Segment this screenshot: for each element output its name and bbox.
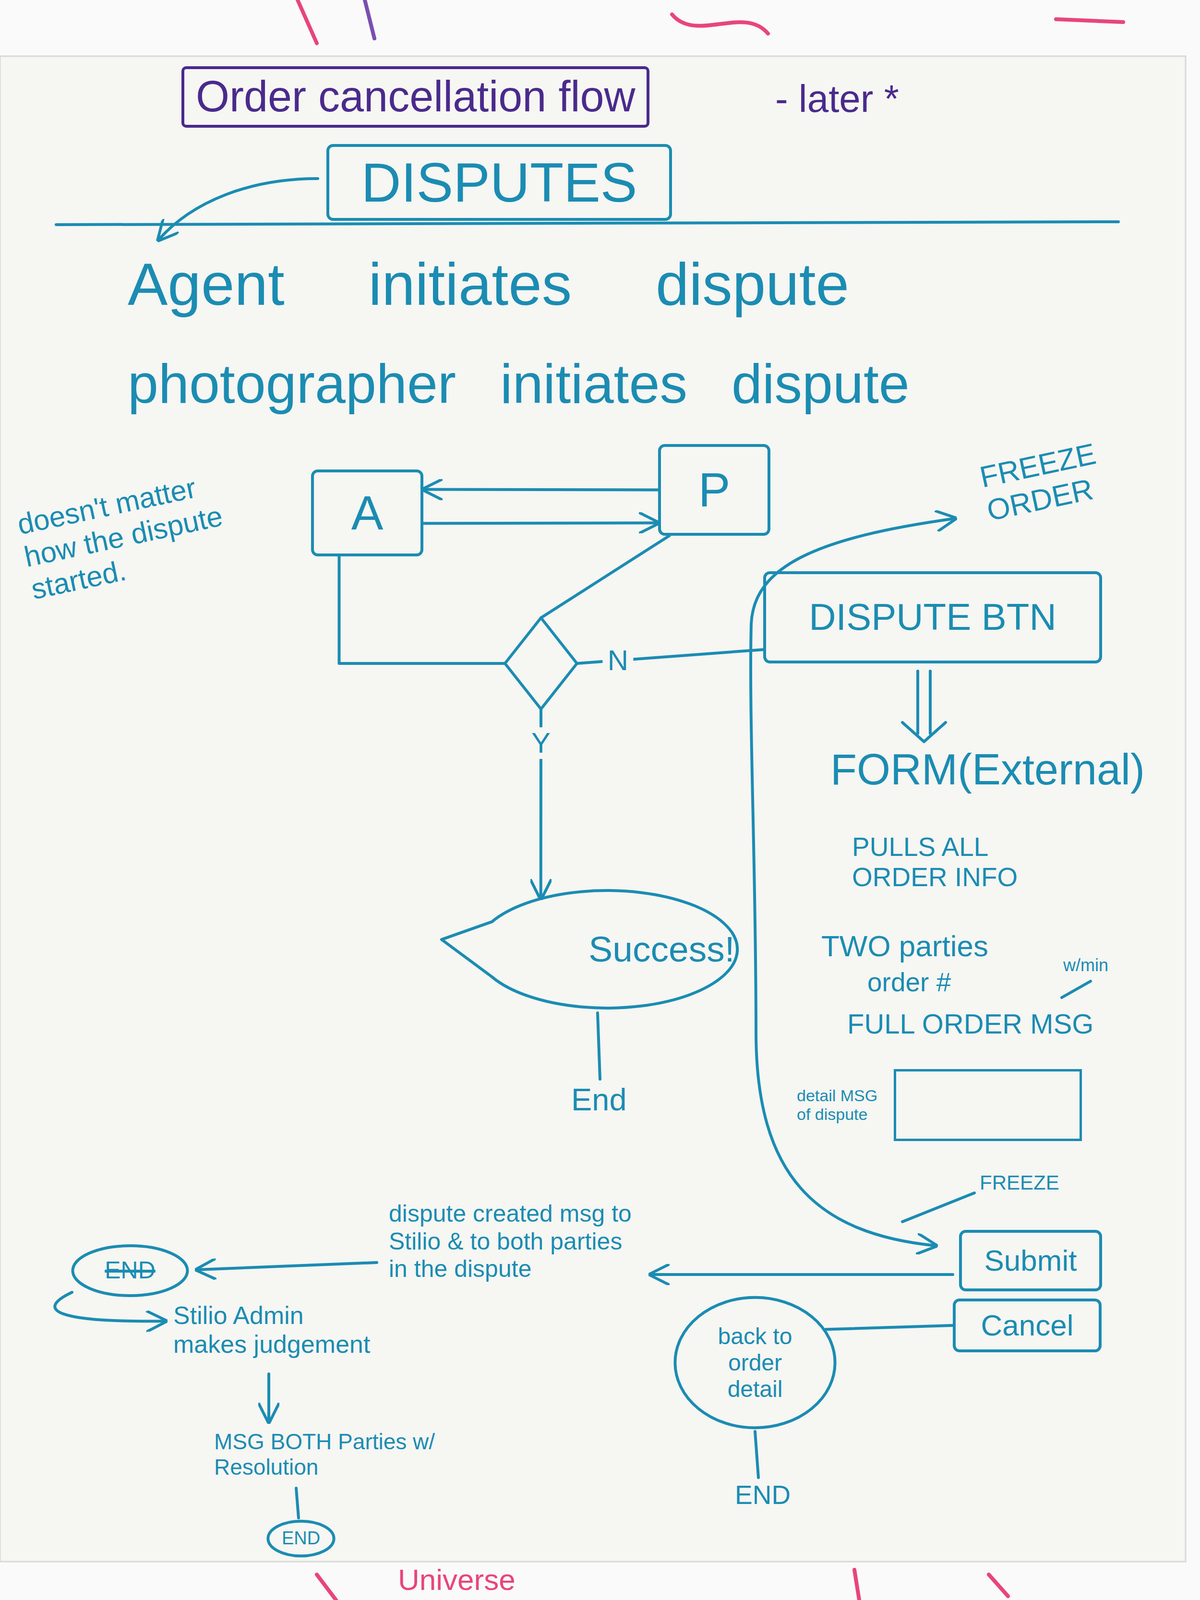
flow-line bbox=[755, 1431, 759, 1478]
connector bbox=[423, 488, 659, 492]
annotation-text: FREEZE bbox=[979, 1171, 1060, 1195]
bubble-outline bbox=[441, 890, 738, 1008]
double-arrow bbox=[902, 671, 946, 742]
heading-rule bbox=[56, 221, 1119, 225]
process-box: Cancel bbox=[952, 1298, 1102, 1353]
terminal-circle: END bbox=[267, 1520, 335, 1557]
terminal-circle: END bbox=[71, 1245, 189, 1296]
connector bbox=[339, 556, 506, 664]
annotation-text: w/min bbox=[1063, 955, 1109, 975]
annotation-text: Agent initiates dispute bbox=[127, 249, 850, 319]
loop-arrow bbox=[54, 1292, 166, 1321]
connector bbox=[825, 1325, 953, 1330]
annotation-text: order # bbox=[867, 967, 951, 998]
node-text: END bbox=[104, 1256, 156, 1285]
annotation-text: MSG BOTH Parties w/ Resolution bbox=[214, 1428, 483, 1480]
annotation-text: photographer initiates dispute bbox=[127, 351, 910, 416]
result-bubble: Success! bbox=[441, 888, 738, 1011]
circle-outline bbox=[72, 1245, 188, 1296]
leader-line bbox=[1061, 981, 1091, 998]
text-input-box bbox=[893, 1068, 1082, 1141]
annotation-text: Universe bbox=[397, 1562, 516, 1597]
node-text: back to order detail bbox=[699, 1322, 811, 1403]
process-box: DISPUTE BTN bbox=[763, 571, 1103, 664]
decision-diamond bbox=[504, 617, 577, 709]
process-box: P bbox=[658, 444, 771, 536]
paper-sheet bbox=[0, 56, 1186, 1562]
annotation-text: Stilio Admin makes judgement bbox=[173, 1301, 375, 1359]
form-field: detail MSG of dispute bbox=[796, 1066, 1082, 1144]
edge-label: N bbox=[602, 644, 634, 677]
node-text: P bbox=[698, 462, 731, 518]
node-text: Cancel bbox=[981, 1308, 1074, 1343]
node-text: DISPUTES bbox=[360, 150, 637, 215]
process-box: Submit bbox=[959, 1229, 1103, 1292]
annotation-text: FORM(External) bbox=[830, 744, 1145, 795]
board-marks bbox=[297, 0, 1124, 1600]
circle-outline bbox=[267, 1521, 334, 1557]
annotation-text: dispute created msg to Stilio & to both … bbox=[388, 1200, 639, 1284]
node-text: detail MSG of dispute bbox=[796, 1086, 888, 1124]
node-text: DISPUTE BTN bbox=[808, 595, 1057, 639]
process-box: A bbox=[311, 469, 424, 557]
flow-arrow bbox=[196, 1262, 377, 1270]
flow-arrow bbox=[267, 1373, 271, 1422]
diagram-title: Order cancellation flow bbox=[181, 66, 650, 128]
sketch-lines bbox=[54, 178, 1119, 1518]
connector bbox=[540, 535, 670, 618]
annotation-text: END bbox=[734, 1479, 791, 1511]
flow-arrow bbox=[650, 1272, 953, 1276]
node-text: Submit bbox=[984, 1243, 1078, 1278]
node-text: A bbox=[351, 485, 384, 541]
node-text: Success! bbox=[588, 928, 735, 970]
flow-line bbox=[597, 1012, 600, 1080]
process-box: DISPUTES bbox=[326, 144, 672, 221]
leader-line bbox=[902, 1192, 975, 1222]
annotation-text: FULL ORDER MSG bbox=[847, 1008, 1094, 1041]
circle-outline bbox=[674, 1297, 835, 1428]
terminal-circle: back to order detail bbox=[673, 1296, 837, 1429]
annotation-text: PULLS ALL ORDER INFO bbox=[852, 831, 1083, 893]
flow-line bbox=[296, 1488, 299, 1518]
connector bbox=[423, 521, 659, 525]
annotation-text: End bbox=[571, 1081, 627, 1118]
edge-label: Y bbox=[526, 727, 556, 759]
annotation-text: TWO parties bbox=[821, 928, 989, 963]
node-outline bbox=[504, 617, 577, 709]
annotation-text: - later * bbox=[775, 76, 900, 121]
diamond-outline bbox=[504, 617, 577, 709]
node-text: END bbox=[281, 1527, 321, 1549]
leader-arrow bbox=[158, 178, 318, 240]
